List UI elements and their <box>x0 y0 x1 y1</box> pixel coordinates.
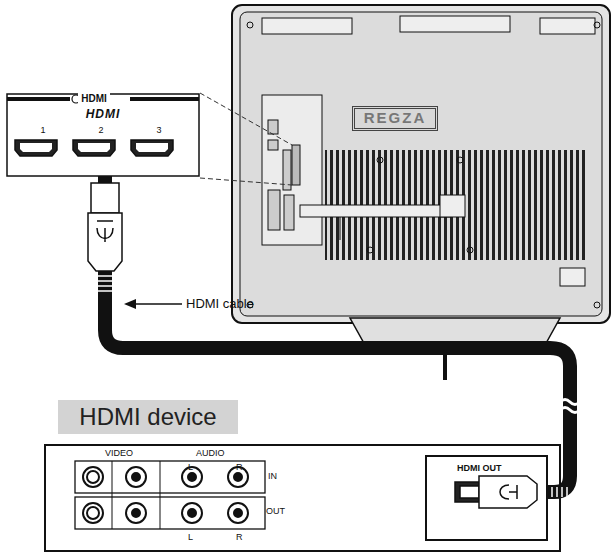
jack-label: OUT <box>266 507 285 517</box>
hdmi-cable <box>88 176 580 508</box>
jack-label: VIDEO <box>103 449 135 459</box>
node-text: HDMI OUT <box>455 464 504 474</box>
node-box: HDMI OUT <box>425 455 548 541</box>
node-text: 2 <box>98 126 103 136</box>
jack-label: IN <box>268 472 277 482</box>
node-text: 1 <box>40 126 45 136</box>
zoom-guide <box>200 93 292 185</box>
hdmi-plug <box>455 476 567 508</box>
device-body <box>45 445 560 551</box>
node-box: HDMI device <box>58 400 238 434</box>
tv-back <box>232 5 610 380</box>
hdmi-ports <box>7 94 199 176</box>
jack-label: L <box>188 463 193 473</box>
av-jacks <box>83 467 248 523</box>
cable-break <box>560 400 580 413</box>
node-text: HDMI <box>78 93 110 104</box>
node-text: HDMI device <box>79 404 216 430</box>
jack-label: R <box>236 533 243 543</box>
hdmi-plug <box>88 183 122 291</box>
jack-label: R <box>236 463 243 473</box>
jack-label: AUDIO <box>194 449 227 459</box>
jack-label: L <box>188 533 193 543</box>
node-text: REGZA <box>364 110 427 127</box>
node-box: REGZA <box>352 106 438 131</box>
callout-label: HDMI cable <box>186 297 254 311</box>
node-text: HDMI <box>86 108 121 121</box>
cable-line <box>105 176 570 492</box>
node-box: HDMI HDMI 1 2 3 <box>7 94 199 176</box>
cable-callout-arrow <box>124 299 182 309</box>
node-text: 3 <box>156 126 161 136</box>
